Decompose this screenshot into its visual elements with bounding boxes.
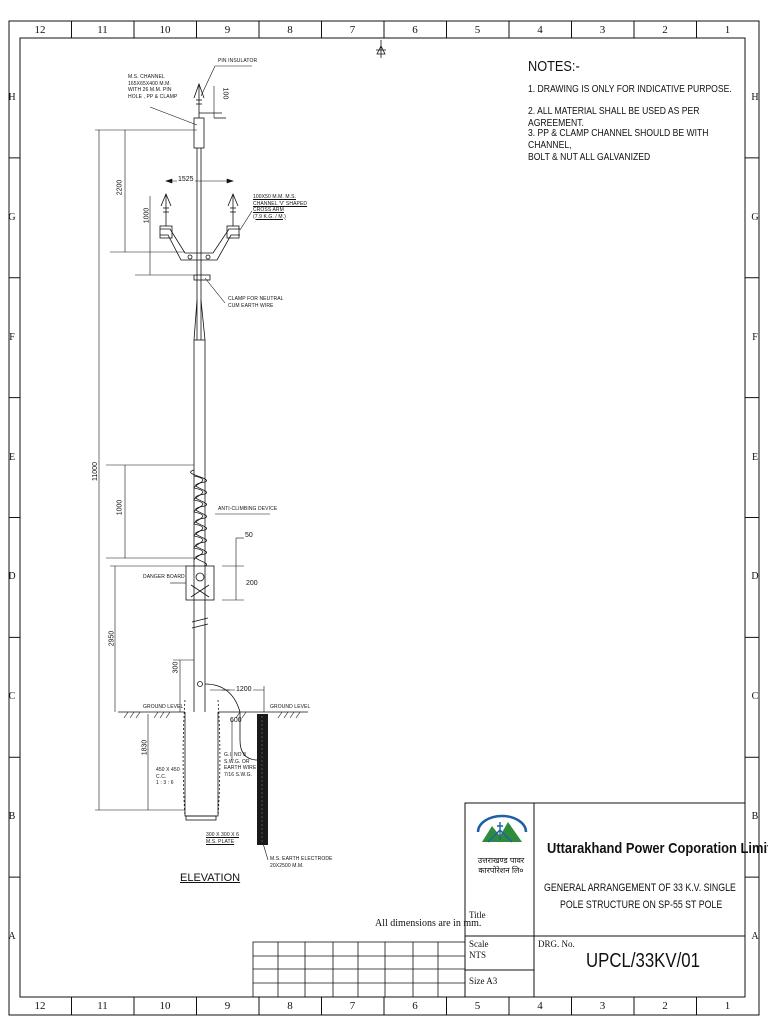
column-number: 5 (474, 1000, 481, 1012)
row-letter: G (751, 211, 759, 223)
row-letter: E (751, 451, 759, 463)
column-number: 9 (224, 1000, 231, 1012)
column-number: 8 (287, 1000, 293, 1012)
column-number: 2 (662, 1000, 668, 1012)
title-label: Title (469, 910, 486, 920)
company-name: Uttarakhand Power Coporation Limited (547, 840, 768, 857)
column-number: 2 (662, 24, 668, 36)
drg-number: UPCL/33KV/01 (586, 950, 700, 972)
column-number: 4 (537, 1000, 543, 1012)
row-letter: D (8, 571, 16, 583)
scale-label: Scale (469, 939, 489, 949)
cross-arm-label: 100X50 M.M. M.S. CHANNEL 'V' SHAPED CROS… (253, 194, 308, 220)
dim-600: 600 (230, 717, 242, 724)
column-number: 8 (287, 24, 293, 36)
row-letter: F (752, 331, 758, 343)
notes-heading: NOTES:- (528, 58, 580, 75)
row-letter: C (8, 691, 16, 703)
anti-climbing-coil (190, 469, 207, 567)
row-letter: B (8, 811, 16, 823)
pin-insulator-label: PIN INSULATOR (218, 58, 258, 64)
note-2: 2. ALL MATERIAL SHALL BE USED AS PER AGR… (528, 106, 700, 129)
row-letter: F (9, 331, 15, 343)
column-number: 7 (349, 1000, 356, 1012)
danger-board-label: DANGER BOARD (143, 574, 185, 580)
anti-climbing-label: ANTI-CLIMBING DEVICE (218, 506, 278, 512)
ground-level-left-label: GROUND LEVEL (143, 704, 184, 710)
drawing-title-line1: GENERAL ARRANGEMENT OF 33 K.V. SINGLE (544, 882, 736, 894)
note-3: 3. PP & CLAMP CHANNEL SHOULD BE WITH CHA… (528, 128, 709, 163)
row-letter: H (8, 91, 16, 103)
column-number: 4 (537, 24, 543, 36)
size-label: Size A3 (469, 976, 498, 986)
earth-electrode (257, 714, 268, 845)
drawing-title-line2: POLE STRUCTURE ON SP-55 ST POLE (560, 899, 723, 911)
column-number: 11 (97, 1000, 108, 1012)
dimension-note: All dimensions are in mm. (375, 918, 482, 929)
row-letter: C (751, 691, 759, 703)
dim-50: 50 (245, 532, 253, 539)
foundation-label: 450 X 450 C.C. 1 : 3 : 6 (156, 767, 180, 786)
dim-200: 200 (246, 580, 258, 587)
ground-level-right-label: GROUND LEVEL (270, 704, 311, 710)
gi-wire-label: G.I. NO 8 S.W.G. OR EARTH WIRE 7/16 S.W.… (224, 752, 257, 778)
drg-label: DRG. No. (538, 939, 575, 949)
note-1: 1. DRAWING IS ONLY FOR INDICATIVE PURPOS… (528, 84, 732, 95)
column-number: 6 (412, 24, 418, 36)
column-number: 3 (599, 24, 606, 36)
upcl-logo-icon (476, 814, 528, 843)
dim-1200: 1200 (235, 686, 253, 693)
logo-text: उत्तराखण्ड पावर कारपोरेशन लि० (477, 856, 525, 875)
column-number: 1 (724, 24, 731, 36)
ms-plate-label: 300 X 300 X 6 M.S. PLATE (206, 832, 239, 845)
column-number: 1 (724, 1000, 731, 1012)
ms-channel-top (193, 117, 205, 149)
column-number: 9 (224, 24, 231, 36)
column-number: 12 (34, 1000, 46, 1012)
row-letter: H (751, 91, 759, 103)
column-number: 3 (599, 1000, 606, 1012)
row-letter: D (751, 571, 759, 583)
ms-channel-label: M.S. CHANNEL 165X65X400 M.M. WITH 26 M.M… (128, 74, 178, 100)
elevation-label: ELEVATION (180, 872, 241, 884)
row-letter: B (751, 811, 759, 823)
v-cross-arm (159, 192, 240, 261)
column-number: 10 (159, 1000, 171, 1012)
earth-electrode-label: M.S. EARTH ELECTRODE 20X2500 M.M. (270, 856, 333, 869)
scale-value: NTS (469, 950, 487, 960)
dim-1525: 1525 (177, 176, 195, 183)
row-letter: A (751, 931, 759, 943)
clamp-neutral-label: CLAMP FOR NEUTRAL CUM EARTH WIRE (228, 296, 284, 309)
column-number: 6 (412, 1000, 418, 1012)
row-letter: A (8, 931, 16, 943)
column-number: 7 (349, 24, 356, 36)
column-number: 5 (474, 24, 481, 36)
column-number: 12 (34, 24, 46, 36)
row-letter: E (8, 451, 16, 463)
centre-mark-icon (376, 40, 386, 58)
column-number: 10 (159, 24, 171, 36)
row-letter: G (8, 211, 16, 223)
column-number: 11 (97, 24, 108, 36)
